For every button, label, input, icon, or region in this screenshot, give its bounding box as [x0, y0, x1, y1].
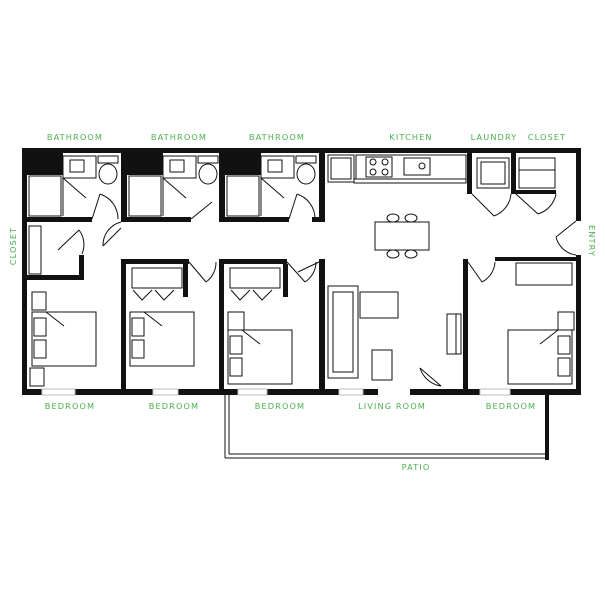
- label-entry: ENTRY: [587, 225, 597, 257]
- label-kitchen: KITCHEN: [389, 132, 432, 142]
- living-room-furniture: [327, 285, 462, 381]
- label-closet-top: CLOSET: [528, 132, 566, 142]
- label-bedroom-4: BEDROOM: [486, 401, 536, 411]
- label-bathroom-2: BATHROOM: [151, 132, 207, 142]
- label-bathroom-3: BATHROOM: [249, 132, 305, 142]
- label-bedroom-2: BEDROOM: [149, 401, 199, 411]
- label-laundry: LAUNDRY: [471, 132, 518, 142]
- bedroom-1-furniture: [29, 291, 97, 387]
- bedroom-4-furniture: [507, 262, 575, 385]
- patio: [224, 392, 549, 460]
- interior-walls: [22, 150, 581, 390]
- label-bedroom-3: BEDROOM: [255, 401, 305, 411]
- bedroom-3-furniture: [227, 267, 293, 385]
- label-bedroom-1: BEDROOM: [45, 401, 95, 411]
- left-closet: [28, 225, 42, 275]
- kitchen-fixtures: [327, 154, 467, 259]
- label-living-room: LIVING ROOM: [358, 401, 426, 411]
- laundry-fixtures: [476, 157, 556, 189]
- bedroom-2-furniture: [129, 267, 195, 367]
- label-patio: PATIO: [402, 462, 431, 472]
- exterior-walls: [22, 148, 581, 396]
- doors: [57, 193, 577, 387]
- bathroom-fixtures: [27, 153, 317, 217]
- label-closet-left: CLOSET: [8, 227, 18, 265]
- label-bathroom-1: BATHROOM: [47, 132, 103, 142]
